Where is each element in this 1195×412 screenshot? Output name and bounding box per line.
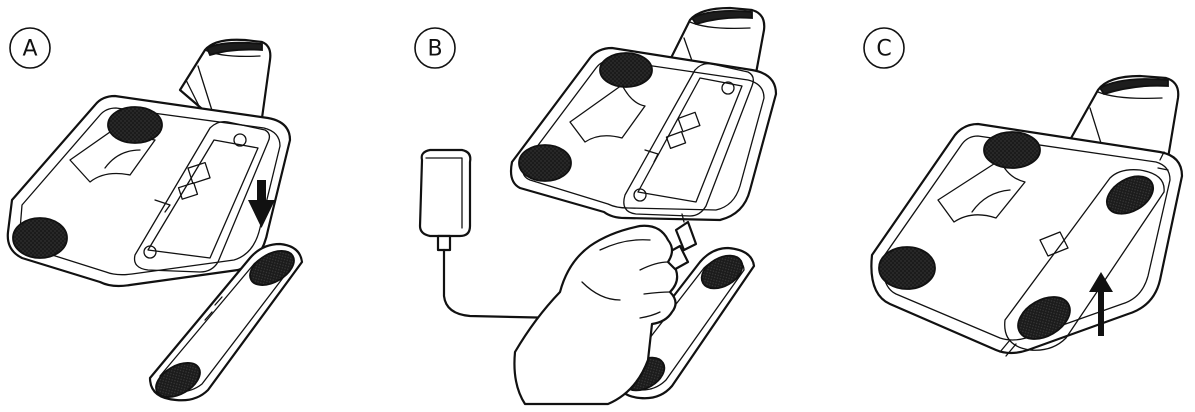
step-a-label: A <box>22 37 37 62</box>
step-b-marker: B <box>414 27 456 69</box>
step-a-panel: A <box>6 27 304 402</box>
arrow-down-icon <box>248 180 275 228</box>
hand-icon <box>513 224 679 406</box>
step-a-base <box>6 94 292 288</box>
step-a-battery-cover <box>148 242 304 402</box>
step-a-marker: A <box>9 27 51 69</box>
step-b-base <box>509 46 778 222</box>
step-c-label: C <box>876 37 891 62</box>
step-b-panel: B <box>414 6 778 406</box>
step-c-panel: C <box>863 27 1184 357</box>
arrow-up-icon <box>1089 272 1113 336</box>
step-c-marker: C <box>863 27 905 69</box>
step-b-label: B <box>427 37 442 62</box>
step-c-base <box>870 122 1184 357</box>
step-a-post <box>178 38 272 122</box>
